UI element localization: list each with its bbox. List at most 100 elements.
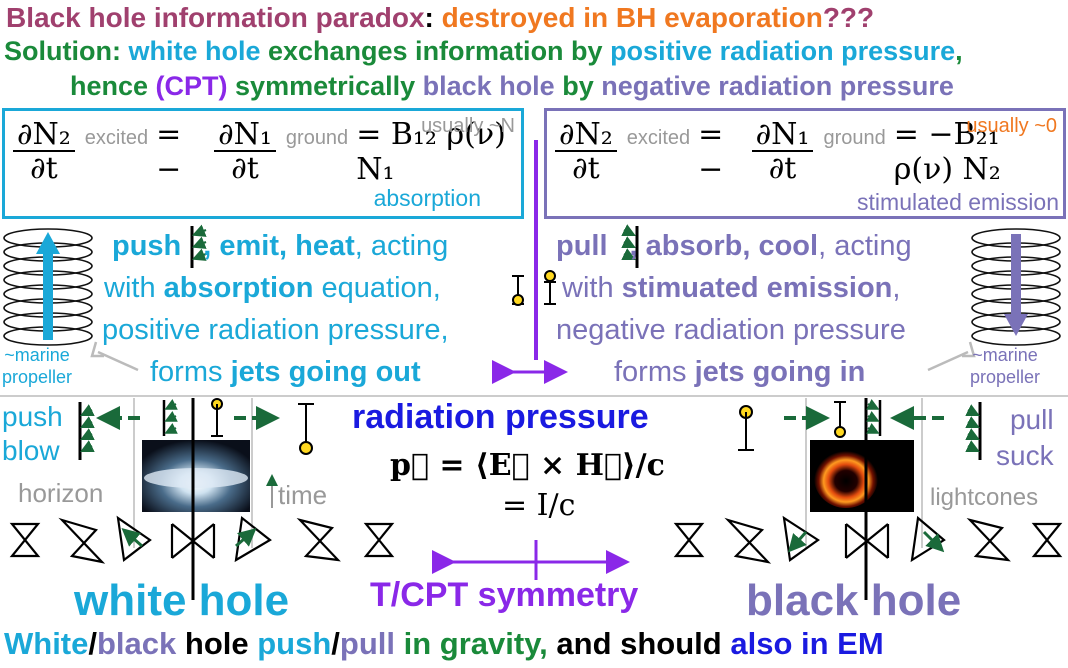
marine-left-line1: ~marine (4, 345, 70, 365)
bh-pull-marks (866, 399, 882, 436)
dn1-fraction-r: ∂N₁∂t (751, 119, 814, 187)
footer-push: push (257, 626, 332, 661)
emission-caption: stimulated emission (857, 189, 1059, 215)
equals-minus: = − (156, 117, 182, 187)
dn1-numerator-r: ∂N₁ (751, 119, 814, 153)
solution-line1: Solution: white hole exchanges informati… (4, 36, 963, 67)
jet-out-arrowhead (36, 232, 60, 254)
dt-denominator-r2: ∂t (768, 151, 797, 187)
suck-label: suck (996, 440, 1054, 471)
black-hole-title: black hole (746, 576, 962, 625)
pull-suck-symbol (965, 402, 982, 460)
left-text-line2: with absorption equation, (104, 272, 441, 305)
dn1-numerator: ∂N₁ (214, 119, 276, 153)
footer-line: White/black hole push/pull in gravity, a… (4, 626, 884, 662)
symmetry-label: T/CPT symmetry (370, 576, 639, 614)
jets-going-in: jets going in (694, 356, 866, 388)
forms-word-right: forms (614, 356, 695, 388)
solution-l2b: (CPT) (155, 71, 228, 101)
excited-label-r: excited (626, 126, 691, 149)
dn2-numerator: ∂N₂ (13, 119, 75, 153)
blow-label: blow (2, 435, 60, 466)
push-blow-symbol (78, 402, 95, 460)
acting-word-right: , acting (818, 230, 912, 262)
absorption-rhs: = B₁₂ ρ(ν) N₁ (356, 117, 506, 187)
dt-denominator: ∂t (30, 151, 58, 187)
right-text-line2: with stimuated emission, (562, 272, 900, 305)
marine-pointer-right-head (962, 341, 976, 358)
solution-l2f: negative radiation pressure (601, 71, 954, 101)
dt-denominator-2: ∂t (231, 151, 259, 187)
left-text-line4: forms jets going out (150, 356, 421, 389)
dn1-fraction: ∂N₁∂t (214, 119, 276, 187)
solution-l1b: white hole (128, 36, 261, 66)
white-hole-title: white hole (74, 576, 290, 625)
left-text-line3: positive radiation pressure, (102, 314, 449, 346)
acting-word-left: , acting (354, 230, 449, 262)
footer-hole: hole (176, 626, 258, 661)
footer-black: black (97, 626, 177, 661)
black-hole-ring (814, 448, 878, 508)
footer-gravity: in gravity, (395, 626, 548, 661)
footer-should: and should (547, 626, 731, 661)
footer-pull: pull (339, 626, 396, 661)
solution-l2d: black hole (422, 71, 555, 101)
spring-indicator-left (512, 275, 524, 306)
jets-going-out: jets going out (230, 356, 421, 388)
title-part2: destroyed in BH evaporation (441, 2, 823, 33)
pull-word: pull (556, 230, 608, 262)
solution-l1a: Solution: (4, 36, 129, 66)
marine-right-line2: propeller (970, 367, 1041, 387)
forms-word-left: forms (150, 356, 231, 388)
title-part3: ??? (822, 2, 875, 33)
push-blow-label: push blow (2, 400, 63, 468)
jet-in-arrowhead (1004, 314, 1028, 336)
title-colon: : (424, 2, 442, 33)
push-label: push (2, 401, 63, 432)
dn2-numerator-r: ∂N₂ (555, 119, 617, 153)
dt-denominator-r: ∂t (572, 151, 600, 187)
footer-slash1: / (88, 626, 97, 661)
wh-spring (211, 398, 223, 437)
marine-pointer-right (927, 350, 969, 372)
footer-slash2: / (331, 626, 340, 661)
absorption-word: absorption (163, 272, 314, 304)
radiation-pressure-formula: p⃗ = ⟨E⃗ × H⃗⟩/c (390, 448, 665, 483)
pull-label: pull (1009, 404, 1054, 435)
radiation-pressure-heading: radiation pressure (352, 398, 649, 436)
marine-pointer-left (97, 350, 139, 372)
lightcones-label: lightcones (930, 484, 1039, 511)
title-line: Black hole information paradox: destroye… (6, 2, 874, 34)
absorption-equation-box: ∂N₂∂t excited = − ∂N₁∂t ground = B₁₂ ρ(ν… (2, 108, 524, 219)
with-word-right: with (562, 272, 622, 304)
right-text-line3: negative radiation pressure (556, 314, 906, 346)
pull-suck-label: pull suck (996, 402, 1054, 474)
solution-l2e: by (554, 71, 602, 101)
marine-pointer-left-head (90, 341, 104, 358)
right-text-line4: forms jets going in (614, 356, 865, 389)
time-label: time (278, 480, 328, 510)
solution-l2c: symmetrically (227, 71, 423, 101)
solution-l1d: positive radiation pressure (610, 36, 956, 66)
push-symbol-top (190, 224, 207, 268)
ground-label-r: ground (823, 126, 886, 149)
usually-n-label: usually ~N (421, 115, 515, 137)
dn2-fraction-r: ∂N₂∂t (555, 119, 617, 187)
dn2-fraction: ∂N₂∂t (13, 119, 75, 187)
marine-label-left: ~marine propeller (2, 344, 72, 388)
absorption-equation: ∂N₂∂t excited = − ∂N₁∂t ground = B₁₂ ρ(ν… (13, 117, 521, 187)
wh-outer-spring (298, 403, 314, 455)
usually-zero-label: usually ~0 (966, 115, 1057, 137)
left-text-line1: push, emit, heat, acting (112, 230, 448, 263)
horizon-label: horizon (18, 478, 104, 508)
absorb-cool-words: , absorb, cool (629, 230, 819, 262)
marine-label-right: ~marine propeller (970, 344, 1040, 388)
equals-minus-r: = − (698, 117, 724, 187)
comma-right: , (892, 272, 901, 304)
radiation-pressure-formula-2: = I/c (502, 488, 576, 523)
stimulated-emission-word: stimuated emission (621, 272, 893, 304)
marine-right-line1: ~marine (972, 345, 1038, 365)
absorption-caption: absorption (373, 185, 481, 211)
emit-heat-words: , emit, heat (203, 230, 355, 262)
pull-symbol-top (621, 224, 639, 268)
